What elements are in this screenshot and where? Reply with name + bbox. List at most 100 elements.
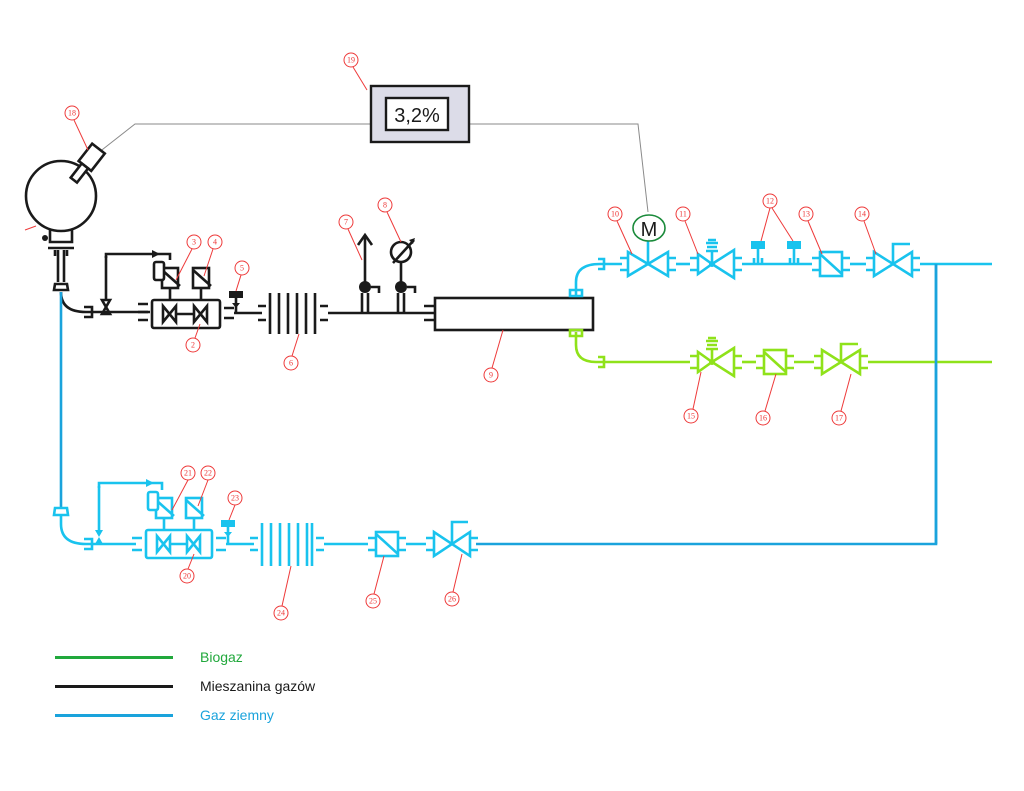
tag-number: 8: [383, 201, 387, 210]
legend-label-biogas: Biogaz: [200, 649, 243, 665]
tag-13: 13: [798, 206, 814, 222]
gas-filter-13: [812, 250, 850, 278]
tag-2: 2: [185, 337, 201, 353]
tag-number: 4: [213, 238, 217, 247]
tag-16: 16: [755, 410, 771, 426]
motor-label: M: [641, 219, 658, 241]
tag-number: 14: [858, 210, 866, 219]
signal-line-analyzer-to-motor: [470, 123, 649, 213]
tag-bubble: [283, 355, 299, 371]
tag-18: 18: [64, 105, 80, 121]
tag-number: 26: [448, 595, 456, 604]
tag-number: 3: [192, 238, 196, 247]
tag-bubble: [365, 593, 381, 609]
tag-bubble: [186, 234, 202, 250]
tag-9: 9: [483, 367, 499, 383]
impulse-line-mixture: [104, 252, 172, 260]
tag-7: 7: [338, 214, 354, 230]
tag-bubble: [234, 260, 250, 276]
natural-gas-pipe-lower: [59, 516, 136, 546]
tag-23: 23: [227, 490, 243, 506]
valve-motor: M: [632, 214, 666, 242]
tag-bubble: [483, 367, 499, 383]
tag-26: 26: [444, 591, 460, 607]
pressure-regulator-15: [690, 336, 742, 379]
tag-number: 22: [204, 469, 212, 478]
vent-valve-7: [356, 232, 381, 313]
leader-line-1: [24, 225, 37, 231]
tag-number: 11: [679, 210, 687, 219]
tag-8: 8: [377, 197, 393, 213]
pressure-switch-23: [221, 520, 235, 544]
pressure-switches-12: [751, 241, 801, 264]
legend-line-mixture: [55, 685, 173, 688]
legend-line-biogas: [55, 656, 173, 659]
tag-bubble: [683, 408, 699, 424]
needle-valve-lower: [95, 486, 103, 544]
tag-11: 11: [675, 206, 691, 222]
tag-25: 25: [365, 593, 381, 609]
tag-number: 9: [489, 371, 493, 380]
tag-number: 2: [191, 341, 195, 350]
tag-number: 15: [687, 412, 695, 421]
gas-sensor: [68, 141, 107, 185]
shutoff-valve-17: [814, 342, 868, 377]
tag-bubble: [338, 214, 354, 230]
tag-bubble: [343, 52, 359, 68]
tag-bubble: [273, 605, 289, 621]
tag-5: 5: [234, 260, 250, 276]
tag-24: 24: [273, 605, 289, 621]
tag-number: 19: [347, 56, 355, 65]
pressure-regulator-11: [690, 238, 742, 281]
flame-arrester-24: [250, 523, 324, 566]
tag-bubble: [675, 206, 691, 222]
needle-valve-bypass: [99, 256, 113, 316]
pressure-switch-5: [229, 291, 243, 313]
shutoff-valve-26: [426, 520, 478, 559]
tag-number: 5: [240, 264, 244, 273]
legend-item-natural-gas: Gaz ziemny: [55, 705, 355, 725]
tag-number: 24: [277, 609, 285, 618]
tag-number: 21: [184, 469, 192, 478]
tag-number: 13: [802, 210, 810, 219]
tag-number: 23: [231, 494, 239, 503]
tag-number: 20: [183, 572, 191, 581]
biogas-pipe: [574, 332, 690, 364]
tag-bubble: [607, 206, 623, 222]
tag-number: 25: [369, 597, 377, 606]
pressure-gauge-8: [389, 238, 417, 313]
legend-line-natural-gas: [55, 714, 173, 717]
tag-bubble: [64, 105, 80, 121]
tag-bubble: [180, 465, 196, 481]
legend-label-natural-gas: Gaz ziemny: [200, 707, 274, 723]
tag-20: 20: [179, 568, 195, 584]
tag-bubble: [444, 591, 460, 607]
analyzer-reading: 3,2%: [394, 105, 440, 127]
tag-15: 15: [683, 408, 699, 424]
legend-item-mixture: Mieszanina gazów: [55, 676, 355, 696]
tag-3: 3: [186, 234, 202, 250]
tag-21: 21: [180, 465, 196, 481]
combustion-chamber: [24, 159, 98, 292]
gas-filter-25: [368, 530, 406, 558]
tag-12: 12: [762, 193, 778, 209]
tag-bubble: [207, 234, 223, 250]
motorized-valve-10: [620, 240, 676, 279]
tag-number: 10: [611, 210, 619, 219]
tag-bubble: [854, 206, 870, 222]
tag-22: 22: [200, 465, 216, 481]
tag-number: 18: [68, 109, 76, 118]
tag-bubble: [762, 193, 778, 209]
tag-number: 12: [766, 197, 774, 206]
flame-arrester-6: [258, 293, 328, 334]
tag-bubble: [798, 206, 814, 222]
tag-bubble: [185, 337, 201, 353]
legend-label-mixture: Mieszanina gazów: [200, 678, 316, 694]
shutoff-valve-14: [866, 242, 920, 279]
tag-10: 10: [607, 206, 623, 222]
solenoid-valve-block-20: [132, 490, 226, 560]
gas-filter-16: [756, 348, 794, 376]
tag-bubble: [755, 410, 771, 426]
tag-4: 4: [207, 234, 223, 250]
